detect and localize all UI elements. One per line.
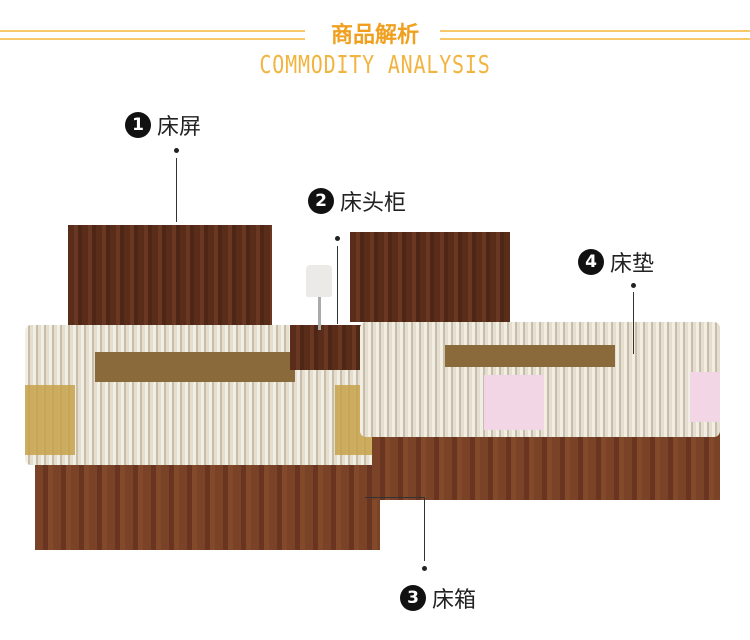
callout-line (424, 497, 425, 561)
header-line (440, 30, 750, 32)
callout-dot (631, 283, 636, 288)
mattress-corner (25, 385, 75, 455)
callout-label: 床头柜 (340, 191, 407, 216)
callout-label: 床箱 (432, 588, 477, 613)
number-badge: 4 (578, 249, 604, 275)
header-line (0, 38, 305, 40)
number-badge: 3 (400, 585, 426, 611)
left-bed-base (35, 450, 380, 550)
mattress-panel (95, 352, 295, 382)
right-headboard (350, 232, 510, 322)
header-line (440, 38, 750, 40)
callout-dot (174, 148, 179, 153)
mattress-tag (690, 372, 720, 422)
lamp-shade (306, 265, 332, 297)
callout-label: 床屏 (157, 115, 202, 140)
callout-line (337, 246, 338, 324)
section-subtitle: COMMODITY ANALYSIS (259, 50, 491, 79)
callout-line (633, 292, 634, 354)
left-headboard (68, 225, 272, 328)
header-line (0, 30, 305, 32)
callout-label: 床垫 (610, 252, 655, 277)
callout-line (365, 497, 425, 498)
number-badge: 2 (308, 188, 334, 214)
nightstand (290, 325, 365, 370)
mattress-tag (484, 375, 544, 430)
callout-line (176, 158, 177, 222)
section-title: 商品解析 (330, 22, 419, 48)
callout-dot (422, 566, 427, 571)
number-badge: 1 (125, 112, 151, 138)
lamp-stand (318, 297, 321, 330)
callout-dot (335, 236, 340, 241)
mattress-panel (445, 345, 615, 367)
